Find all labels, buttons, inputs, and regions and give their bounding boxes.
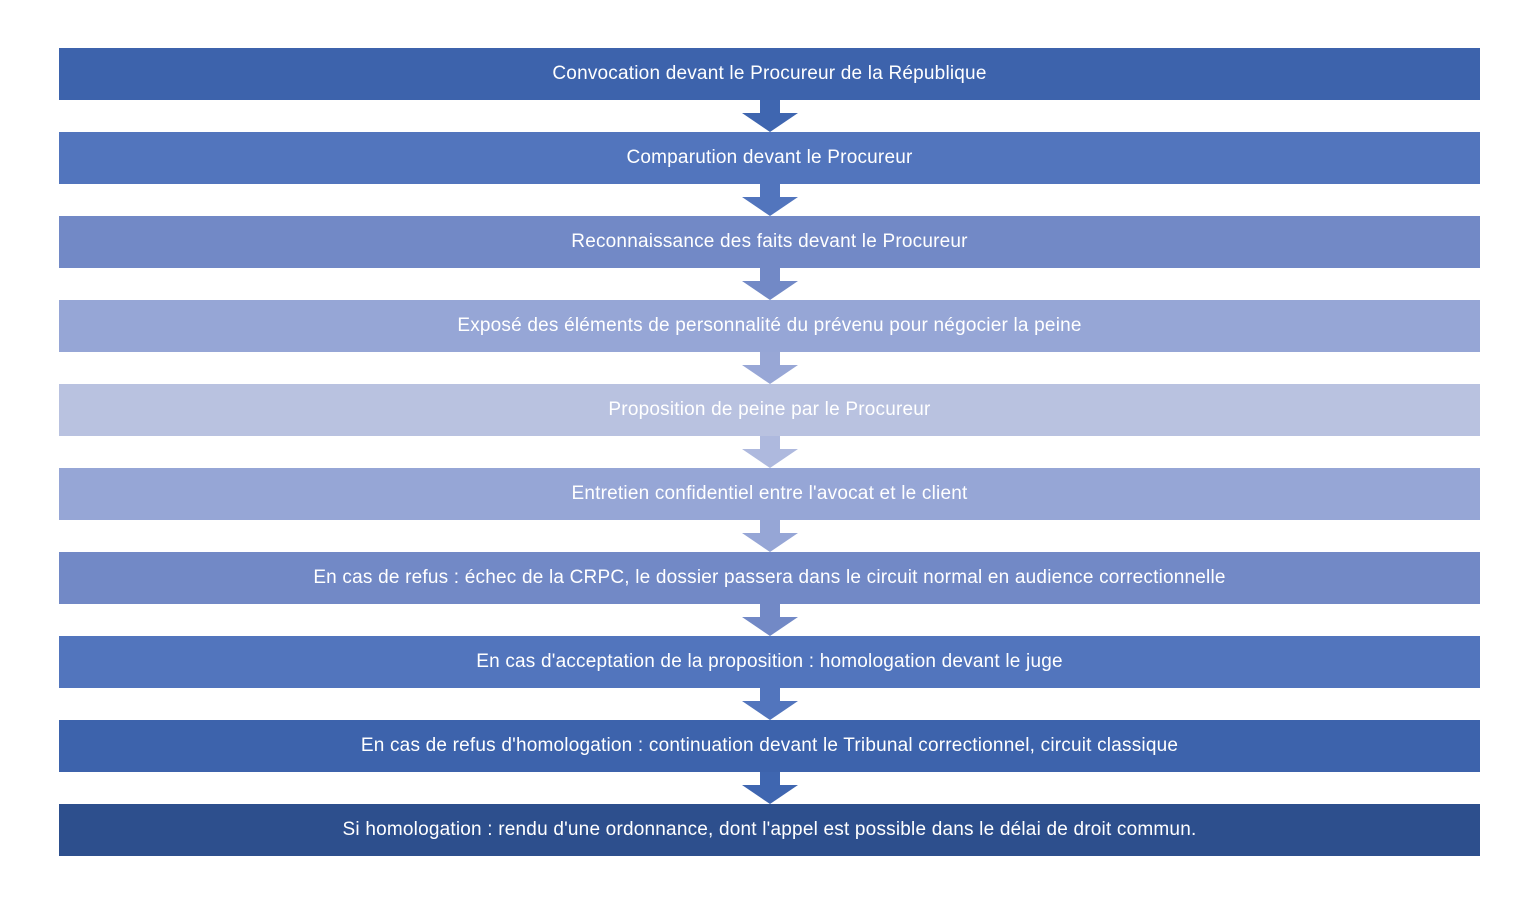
flow-step-3: Reconnaissance des faits devant le Procu…: [59, 216, 1480, 268]
flow-step-4: Exposé des éléments de personnalité du p…: [59, 300, 1480, 352]
down-arrow-stem: [759, 688, 780, 701]
down-arrow-stem: [759, 520, 780, 533]
flow-step-3-label: Reconnaissance des faits devant le Procu…: [571, 231, 968, 252]
flow-step-9: En cas de refus d'homologation : continu…: [59, 720, 1480, 772]
down-arrow-head: [741, 281, 798, 300]
down-arrow-icon: [59, 184, 1480, 216]
down-arrow-icon: [59, 772, 1480, 804]
flow-step-1-label: Convocation devant le Procureur de la Ré…: [552, 63, 987, 84]
down-arrow-stem: [759, 604, 780, 617]
flow-step-8: En cas d'acceptation de la proposition :…: [59, 636, 1480, 688]
down-arrow-icon: [59, 352, 1480, 384]
flow-step-2-label: Comparution devant le Procureur: [626, 147, 913, 168]
flow-step-6-label: Entretien confidentiel entre l'avocat et…: [571, 483, 968, 504]
flow-step-8-label: En cas d'acceptation de la proposition :…: [476, 651, 1063, 672]
flow-step-10-label: Si homologation : rendu d'une ordonnance…: [342, 819, 1197, 840]
down-arrow-icon: [59, 520, 1480, 552]
down-arrow-head: [741, 197, 798, 216]
down-arrow-icon: [59, 100, 1480, 132]
down-arrow-icon: [59, 436, 1480, 468]
down-arrow-stem: [759, 352, 780, 365]
flow-step-9-label: En cas de refus d'homologation : continu…: [360, 735, 1179, 756]
down-arrow-head: [741, 785, 798, 804]
down-arrow-head: [741, 449, 798, 468]
flow-step-6: Entretien confidentiel entre l'avocat et…: [59, 468, 1480, 520]
down-arrow-stem: [759, 184, 780, 197]
flow-step-4-label: Exposé des éléments de personnalité du p…: [457, 315, 1082, 336]
down-arrow-stem: [759, 436, 780, 449]
down-arrow-head: [741, 533, 798, 552]
down-arrow-head: [741, 617, 798, 636]
down-arrow-stem: [759, 268, 780, 281]
flowchart: Convocation devant le Procureur de la Ré…: [59, 48, 1480, 856]
down-arrow-icon: [59, 688, 1480, 720]
flow-step-2: Comparution devant le Procureur: [59, 132, 1480, 184]
down-arrow-stem: [759, 100, 780, 113]
down-arrow-stem: [759, 772, 780, 785]
flow-step-10: Si homologation : rendu d'une ordonnance…: [59, 804, 1480, 856]
flow-step-5-label: Proposition de peine par le Procureur: [608, 399, 931, 420]
flow-step-7: En cas de refus : échec de la CRPC, le d…: [59, 552, 1480, 604]
down-arrow-icon: [59, 604, 1480, 636]
down-arrow-icon: [59, 268, 1480, 300]
down-arrow-head: [741, 365, 798, 384]
down-arrow-head: [741, 701, 798, 720]
flow-step-7-label: En cas de refus : échec de la CRPC, le d…: [313, 567, 1226, 588]
down-arrow-head: [741, 113, 798, 132]
flow-step-1: Convocation devant le Procureur de la Ré…: [59, 48, 1480, 100]
flow-step-5: Proposition de peine par le Procureur: [59, 384, 1480, 436]
